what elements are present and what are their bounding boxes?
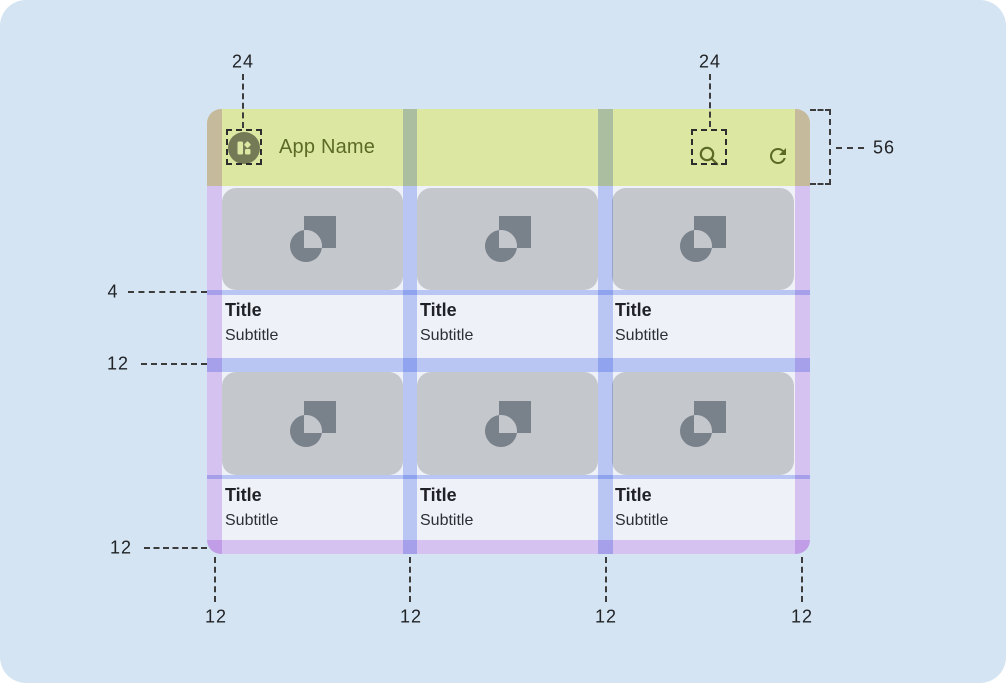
media-placeholder-icon [484,216,531,262]
left-margin-leader-line [214,557,216,602]
logo-icon-size-label: 24 [231,51,255,72]
column-gutter-1-leader-line [409,557,411,602]
media-placeholder-icon [289,216,336,262]
card-text-block: Title Subtitle [417,480,598,532]
media-placeholder-icon [484,400,531,447]
card-title: Title [615,485,652,505]
bottom-margin-leader-line [144,547,207,549]
appbar-height-leader-line [836,147,864,149]
search-size-leader-line [709,74,711,127]
card-subtitle: Subtitle [615,327,669,344]
card-title: Title [225,300,262,320]
column-gutter-1-label: 12 [399,606,423,627]
logo-size-leader-line [242,74,244,128]
card-media-placeholder [222,188,403,290]
card-subtitle: Subtitle [420,512,474,529]
search-icon-size-label: 24 [698,51,722,72]
card[interactable]: Title Subtitle [222,188,403,358]
card[interactable]: Title Subtitle [417,372,598,554]
app-mockup: App Name [207,109,810,554]
refresh-icon [766,144,790,168]
media-placeholder-icon [680,400,726,447]
card-media-placeholder [417,188,598,290]
card-text-block: Title Subtitle [612,295,794,347]
card-media-placeholder [417,372,598,475]
card-title: Title [225,485,262,505]
card[interactable]: Title Subtitle [612,188,794,358]
app-logo-button[interactable] [228,132,260,164]
card-media-placeholder [222,372,403,475]
card-media-placeholder [612,188,794,290]
card-title: Title [420,300,457,320]
card-title: Title [420,485,457,505]
card-media-placeholder [612,372,794,475]
refresh-button[interactable] [766,144,790,168]
card-text-block: Title Subtitle [222,295,403,347]
card-text-block: Title Subtitle [222,480,403,532]
left-margin-label: 12 [204,606,228,627]
appbar-height-measure-bracket [810,109,831,185]
dashboard-icon [234,138,254,158]
media-placeholder-icon [680,216,726,262]
logo-icon-measure-box [226,129,262,165]
title-gap-leader-line [128,291,207,293]
bottom-margin-label: 12 [109,537,133,558]
card-grid: Title Subtitle Title Subtitle [207,186,810,554]
card-subtitle: Subtitle [225,512,279,529]
right-margin-leader-line [801,557,803,602]
card-subtitle: Subtitle [615,512,669,529]
card-text-block: Title Subtitle [612,480,794,532]
row-gutter-leader-line [141,363,207,365]
card[interactable]: Title Subtitle [417,188,598,358]
title-gap-label: 4 [107,281,119,302]
column-gutter-2-label: 12 [594,606,618,627]
column-gutter-2-leader-line [605,557,607,602]
row-gutter-label: 12 [106,353,130,374]
card-subtitle: Subtitle [225,327,279,344]
card-text-block: Title Subtitle [417,295,598,347]
card-title: Title [615,300,652,320]
card[interactable]: Title Subtitle [222,372,403,554]
card-subtitle: Subtitle [420,327,474,344]
card[interactable]: Title Subtitle [612,372,794,554]
search-icon-measure-box [691,129,727,165]
app-name-title: App Name [279,136,376,158]
appbar-height-label: 56 [872,137,896,158]
right-margin-label: 12 [790,606,814,627]
media-placeholder-icon [289,400,336,447]
